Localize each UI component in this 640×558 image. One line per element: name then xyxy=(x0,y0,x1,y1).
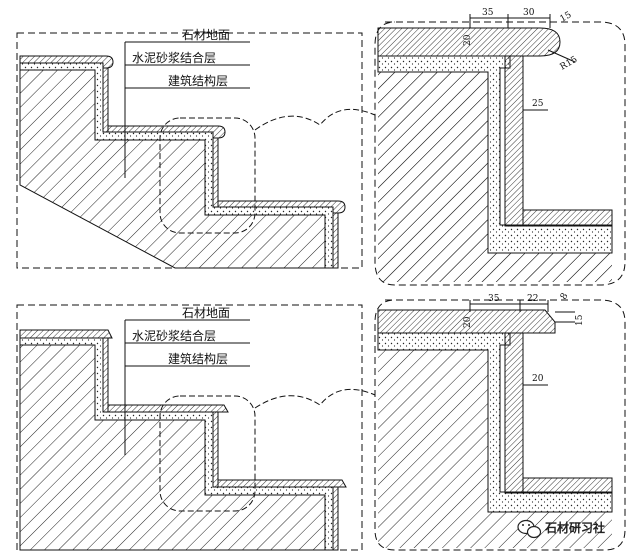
wechat-icon xyxy=(517,519,542,539)
bottom-dim-15: 15 xyxy=(575,314,585,326)
top-label-stone-floor: 石材地面 xyxy=(182,28,230,42)
bottom-dim-35: 35 xyxy=(488,294,500,304)
bottom-stair-section: 石材地面 水泥砂浆结合层 建筑结构层 xyxy=(16,304,376,551)
top-label-mortar-bond: 水泥砂浆结合层 xyxy=(132,50,216,65)
bottom-detail-frame xyxy=(374,299,626,551)
bottom-dim-8: 8 xyxy=(559,291,571,301)
bottom-detail-stone xyxy=(377,309,556,334)
bottom-label-stone-floor: 石材地面 xyxy=(182,306,230,320)
bottom-callout-box xyxy=(159,395,256,512)
bottom-enlarged-detail: 35 22 8 15 20 20 xyxy=(374,291,626,551)
top-dim-r15: R15 xyxy=(559,55,580,73)
watermark-text: 石材研习社 xyxy=(544,520,605,535)
top-stair-section: 石材地面 水泥砂浆结合层 建筑结构层 xyxy=(16,28,376,269)
top-enlarged-detail: 35 30 15 20 R15 25 xyxy=(374,8,626,286)
bottom-label-mortar-bond: 水泥砂浆结合层 xyxy=(132,328,216,343)
top-dim-30: 30 xyxy=(523,8,535,18)
watermark: 石材研习社 xyxy=(517,519,605,539)
bottom-dim-20b: 20 xyxy=(532,374,544,384)
top-dim-15: 15 xyxy=(559,10,574,25)
top-detail-frame xyxy=(374,21,626,286)
top-dim-35: 35 xyxy=(482,8,494,18)
top-callout-box xyxy=(159,117,256,234)
bottom-dim-20: 20 xyxy=(463,316,473,328)
bottom-dim-22: 22 xyxy=(527,294,538,304)
top-dim-20: 20 xyxy=(463,34,473,46)
top-dim-25: 25 xyxy=(532,99,544,109)
bottom-label-structure: 建筑结构层 xyxy=(168,351,228,366)
top-label-structure: 建筑结构层 xyxy=(168,73,228,88)
top-structure-layer xyxy=(19,69,326,269)
top-detail-stone xyxy=(377,27,561,57)
